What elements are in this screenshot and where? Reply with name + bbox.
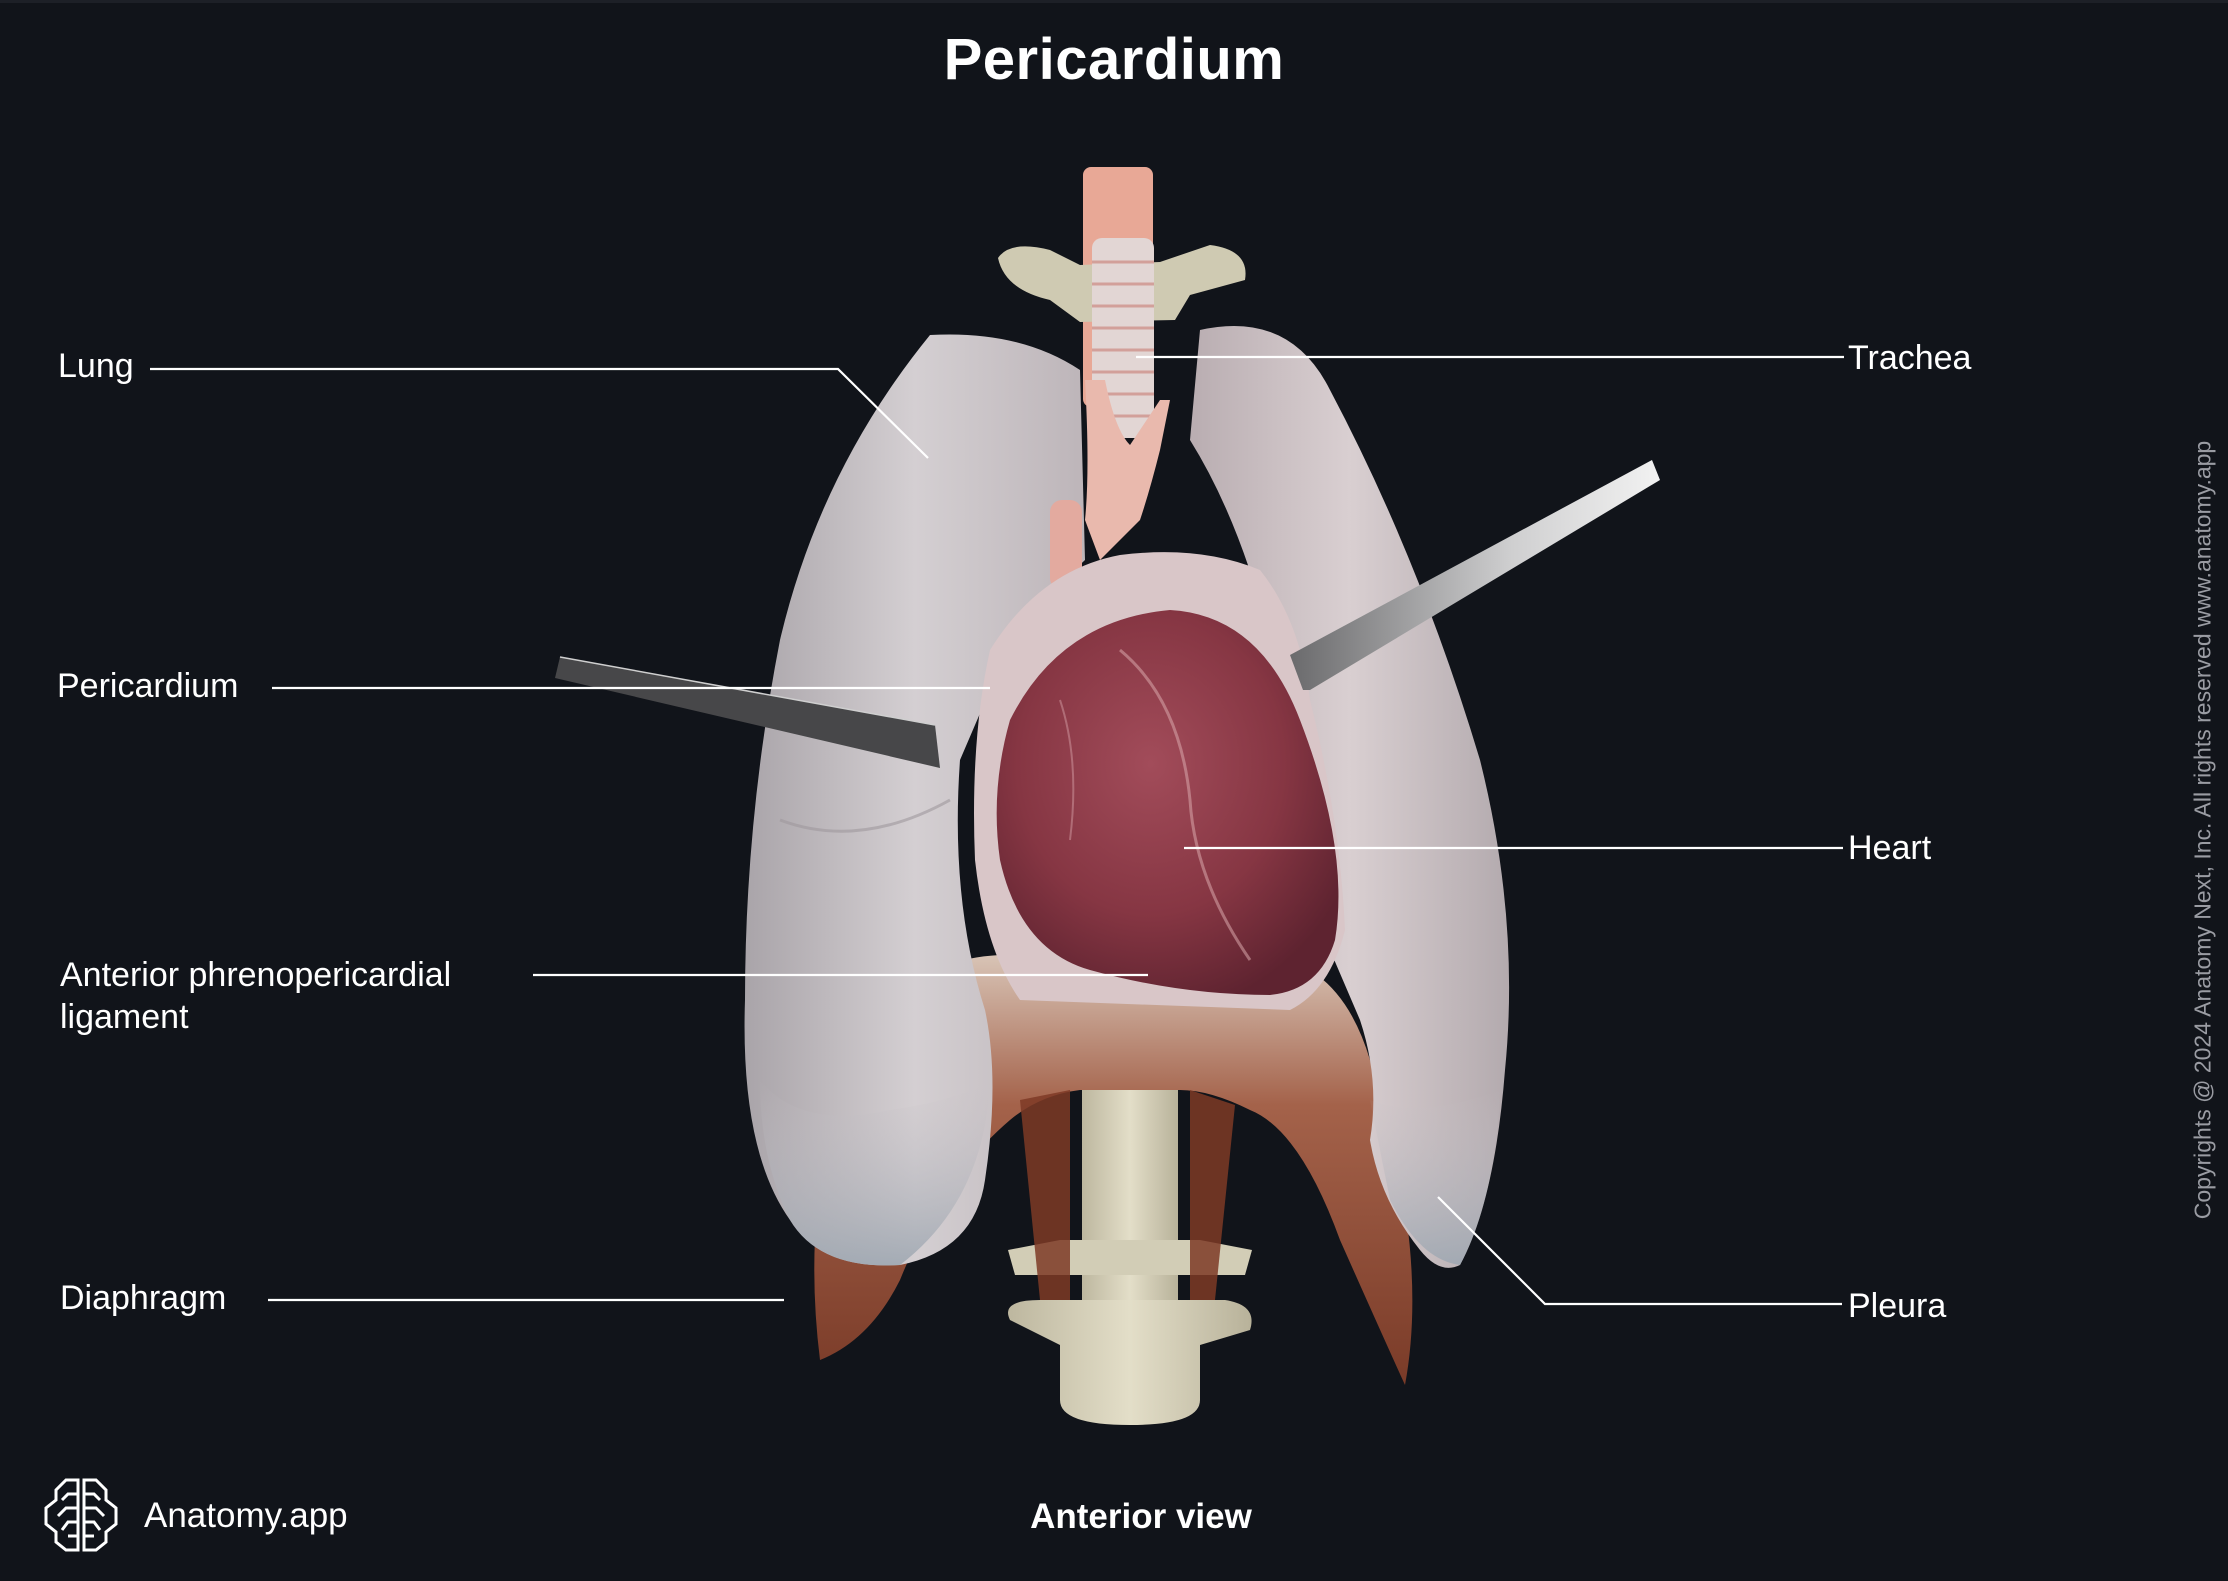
vertebral-column	[1082, 1080, 1178, 1330]
label-lung: Lung	[58, 347, 134, 385]
copyright-notice: Copyrights @ 2024 Anatomy Next, Inc. All…	[2189, 440, 2216, 1220]
label-ligament-line2: ligament	[60, 998, 189, 1036]
great-vessels	[1085, 380, 1170, 560]
label-heart: Heart	[1848, 829, 1932, 867]
page-title: Pericardium	[943, 27, 1285, 92]
retractor-left	[555, 657, 940, 768]
vertebra-lumbar	[1008, 1300, 1252, 1425]
retractor-right	[1290, 460, 1660, 690]
label-ligament-line1: Anterior phrenopericardial	[60, 956, 452, 994]
label-diaphragm: Diaphragm	[60, 1279, 227, 1317]
brand-name: Anatomy.app	[144, 1496, 348, 1535]
view-caption: Anterior view	[1030, 1497, 1252, 1536]
top-edge	[0, 0, 2228, 3]
brain-logo-icon	[44, 1478, 118, 1552]
heart-shape	[996, 610, 1339, 995]
label-trachea: Trachea	[1848, 339, 1972, 377]
left-lung-shape	[1190, 326, 1510, 1268]
trachea-shape	[1092, 238, 1154, 438]
right-lung-shape	[744, 334, 1085, 1266]
label-pericardium: Pericardium	[57, 667, 239, 705]
label-pleura: Pleura	[1848, 1287, 1947, 1325]
